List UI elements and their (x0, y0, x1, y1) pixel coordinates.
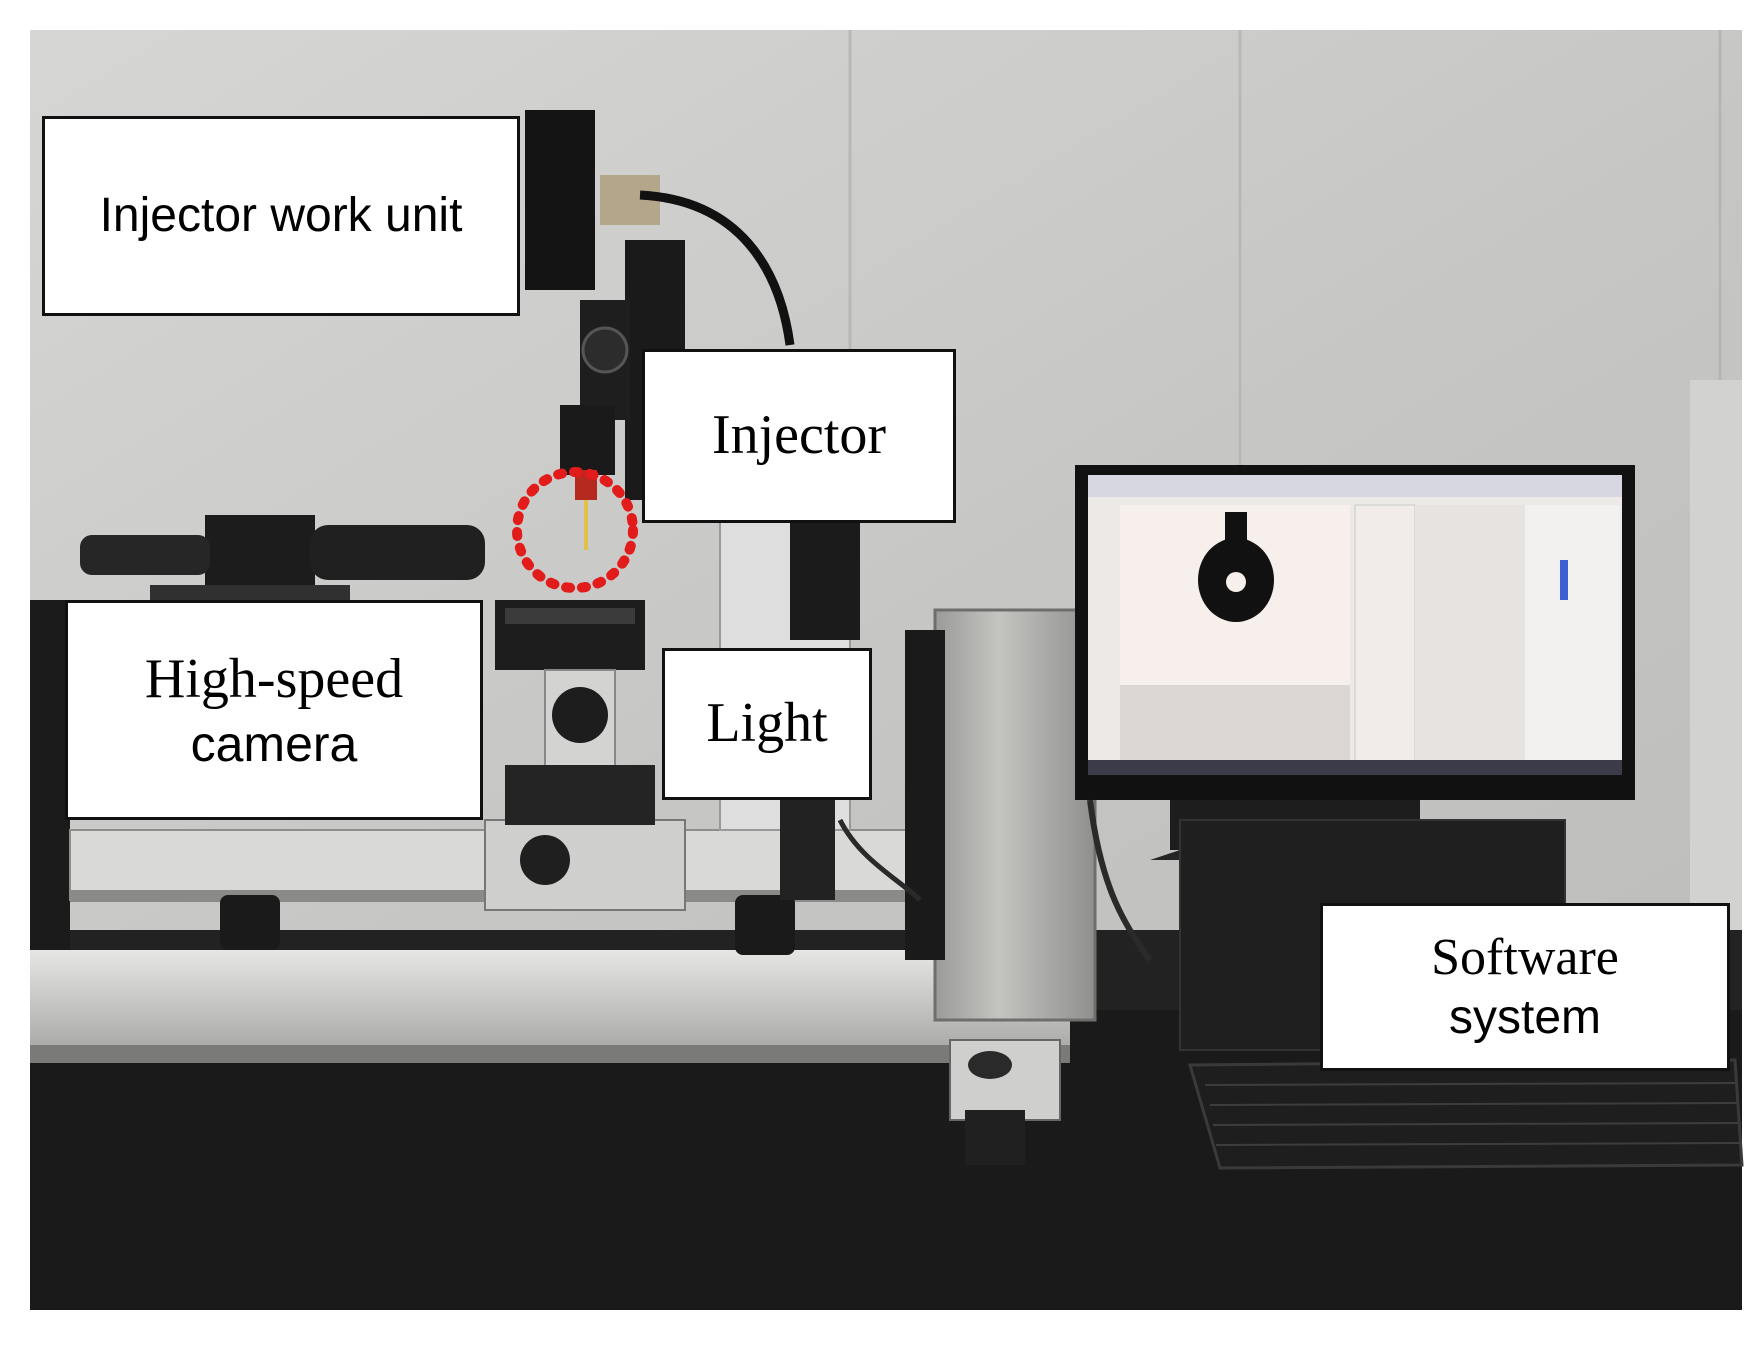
label-injector: Injector (642, 349, 956, 523)
label-injector-work-unit: Injector work unit (42, 116, 520, 316)
label-high-speed-camera: High-speed camera (65, 600, 483, 820)
keyboard (1188, 1058, 1744, 1170)
highlight-marker-icon (512, 467, 638, 593)
label-software-system: Software system (1320, 903, 1730, 1071)
label-injector-text: Injector (711, 404, 887, 467)
injector-work-unit-body (525, 110, 595, 290)
label-high-speed-camera-line2: camera (190, 715, 358, 772)
label-software-system-line1: Software (1431, 929, 1619, 986)
label-light: Light (662, 648, 872, 800)
label-software-system-line2: system (1448, 991, 1601, 1045)
light-box (933, 608, 1097, 1022)
label-light-text: Light (706, 692, 828, 755)
label-injector-work-unit-text: Injector work unit (99, 189, 463, 243)
label-high-speed-camera-line1: High-speed (144, 648, 404, 711)
rail-base (30, 950, 1070, 1050)
camera-body (205, 515, 315, 590)
